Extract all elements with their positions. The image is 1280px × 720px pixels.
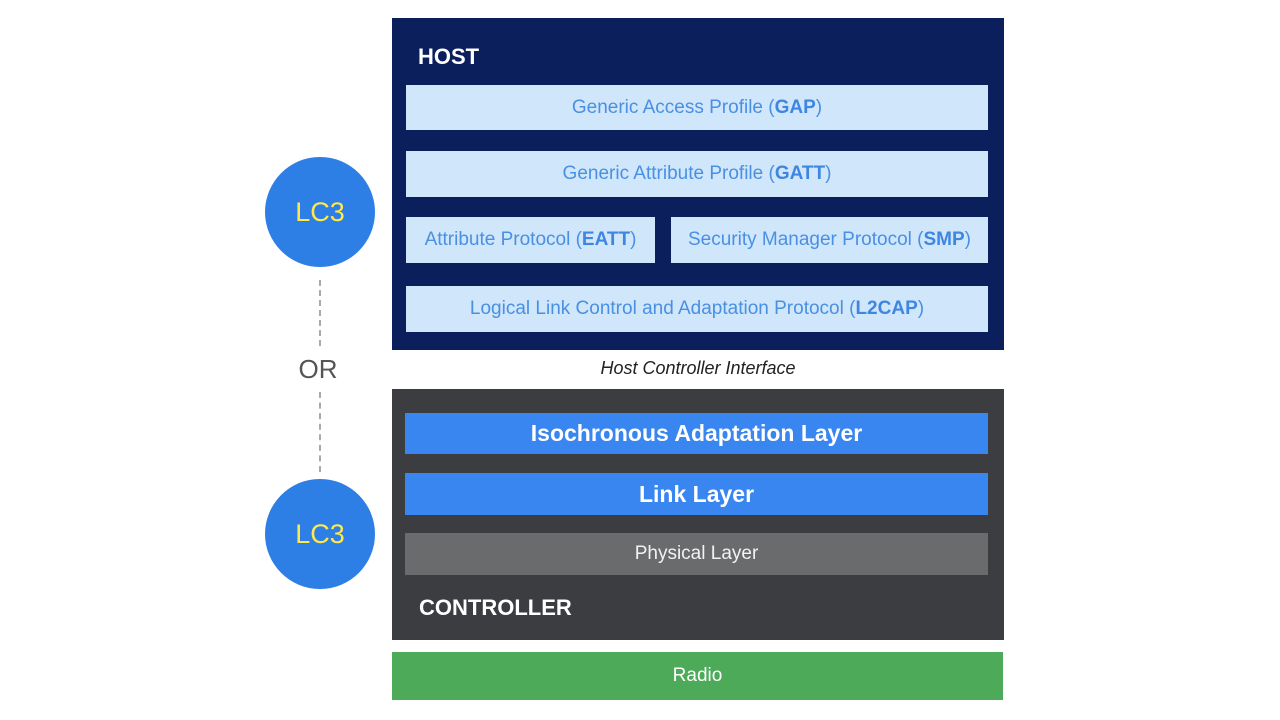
host-controller-interface-label: Host Controller Interface [600,358,796,378]
gap-close: ) [815,96,823,118]
eatt-abbr: EATT [581,229,631,250]
gatt-abbr: GATT [774,163,826,184]
lc3-controller-circle: LC3 [265,479,375,589]
gatt-name: Generic Attribute Profile ( [562,163,775,184]
dashed-connector-top [319,280,321,346]
lc3-host-circle: LC3 [265,157,375,267]
link-layer: Link Layer [405,473,988,515]
gap-abbr: GAP [774,96,816,118]
smp-close: ) [964,229,971,250]
l2cap-close: ) [917,298,925,319]
eatt-name: Attribute Protocol ( [424,229,582,250]
smp-name: Security Manager Protocol ( [687,229,924,250]
gap-name: Generic Access Profile ( [571,96,775,118]
controller-title: CONTROLLER [419,595,572,620]
or-separator: OR [298,354,338,384]
host-block: HOST Generic Access Profile (GAP) Generi… [392,18,1004,350]
eatt-close: ) [630,229,637,250]
l2cap-protocol: Logical Link Control and Adaptation Prot… [406,286,988,332]
isochronous-adaptation-layer: Isochronous Adaptation Layer [405,413,988,454]
smp-protocol: Security Manager Protocol (SMP) [671,217,988,263]
dashed-connector-bottom [319,392,321,472]
smp-abbr: SMP [923,229,965,250]
gap-protocol: Generic Access Profile (GAP) [406,85,988,130]
host-title: HOST [418,44,480,69]
physical-layer: Physical Layer [405,533,988,575]
controller-block: Isochronous Adaptation Layer Link Layer … [392,389,1004,640]
l2cap-name: Logical Link Control and Adaptation Prot… [469,298,856,319]
gatt-close: ) [825,163,832,184]
eatt-protocol: Attribute Protocol (EATT) [406,217,655,263]
gatt-protocol: Generic Attribute Profile (GATT) [406,151,988,197]
l2cap-abbr: L2CAP [855,298,918,319]
radio-block: Radio [392,652,1003,700]
